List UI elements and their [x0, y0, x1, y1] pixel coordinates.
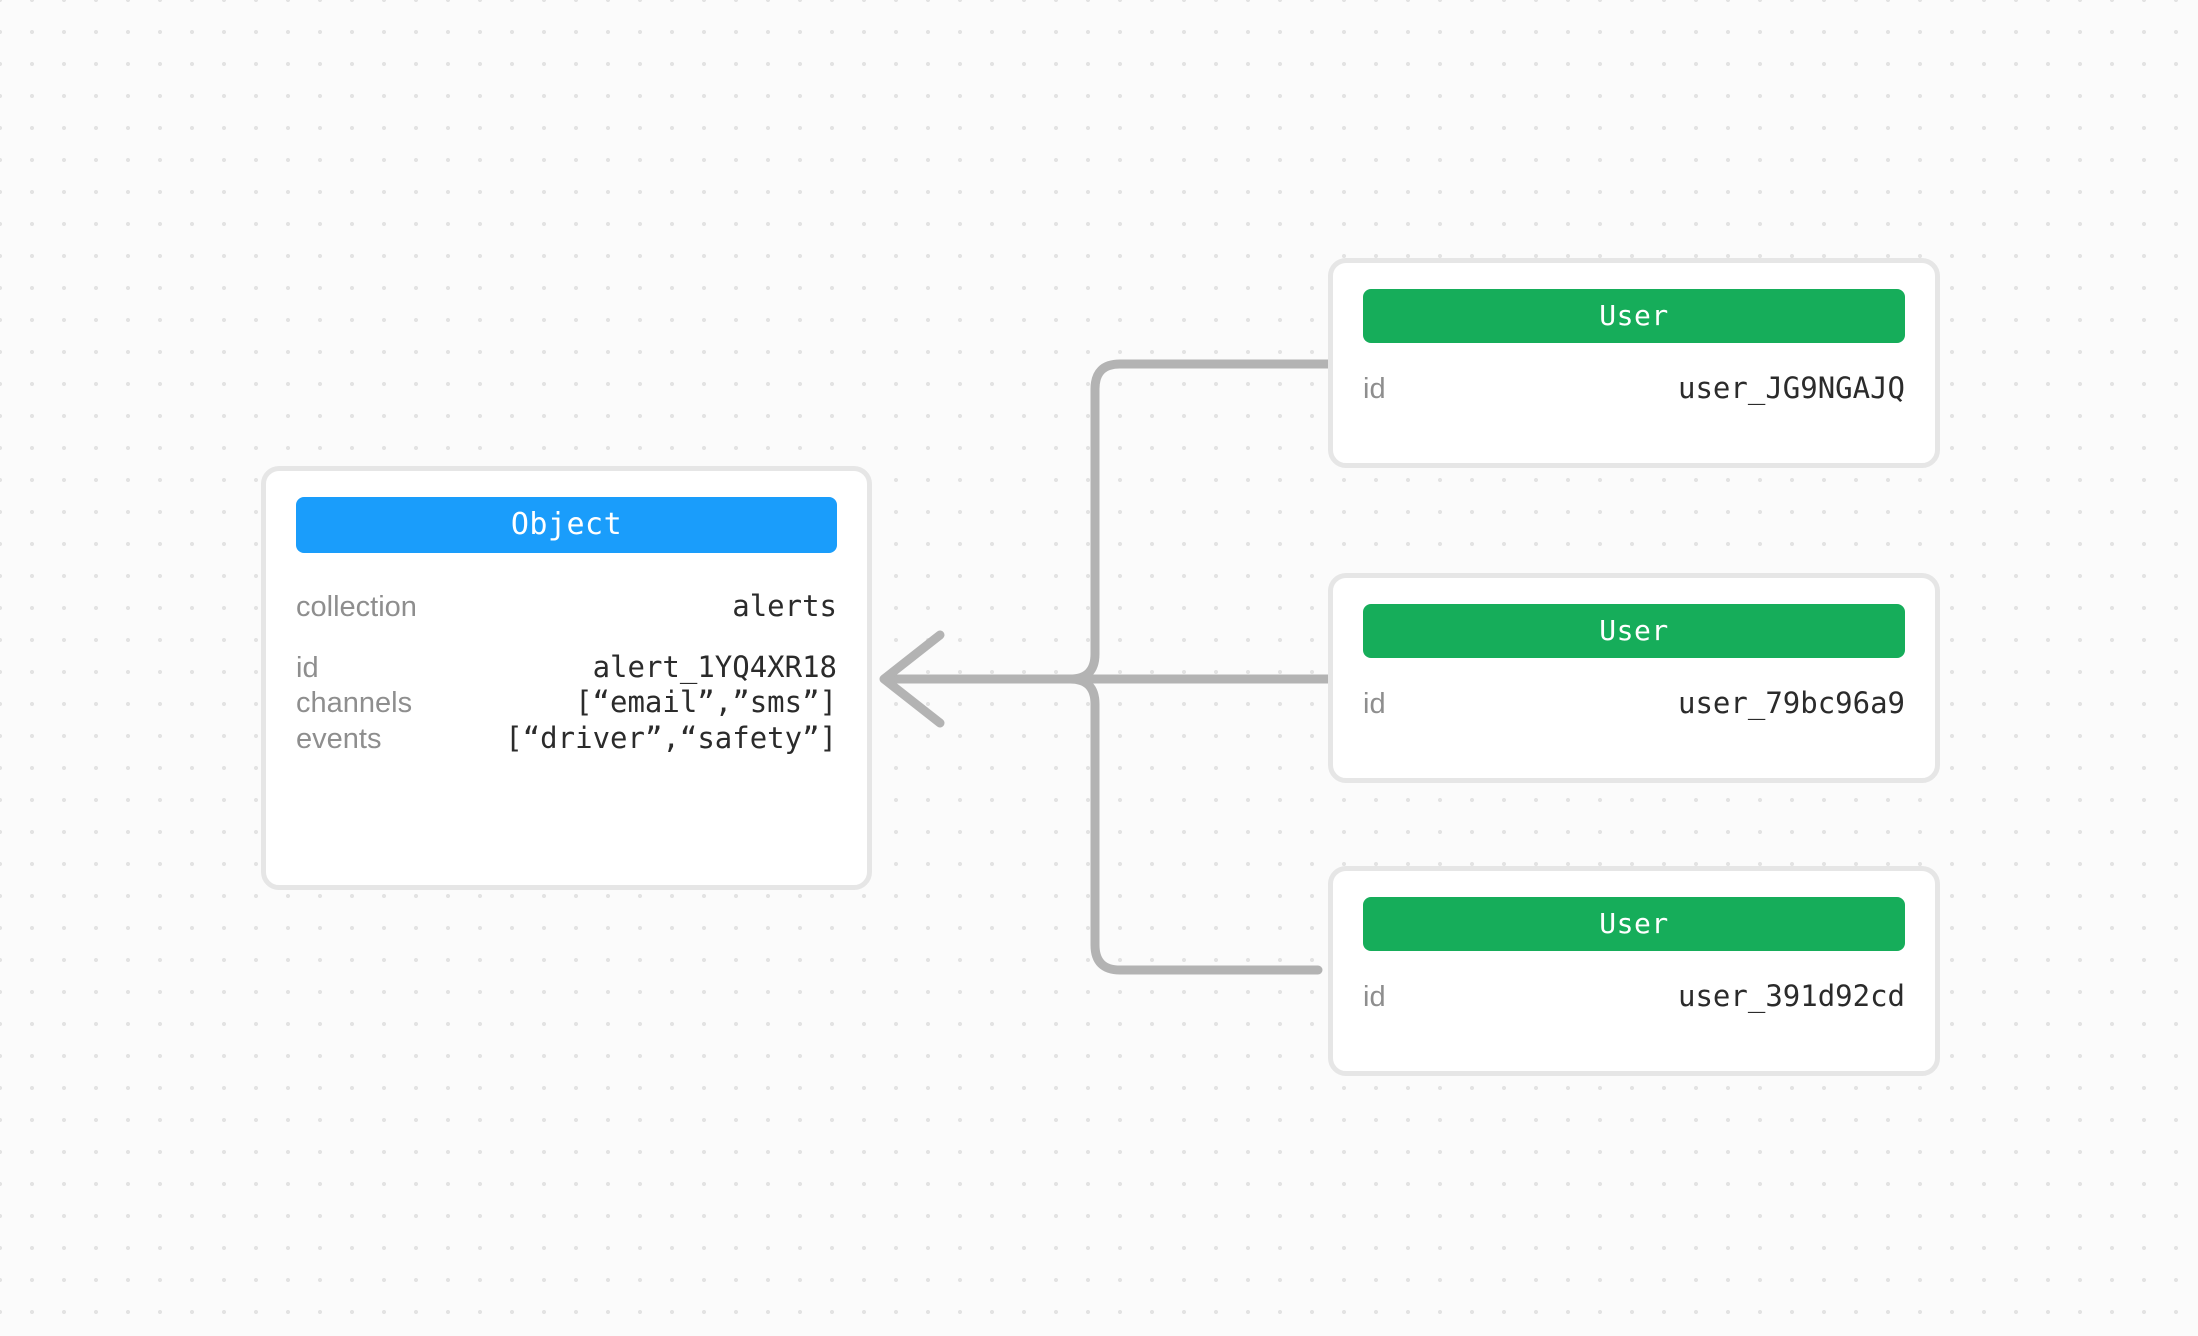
field-key-id: id — [1363, 373, 1386, 405]
field-key-collection: collection — [296, 591, 417, 623]
node-user-0[interactable]: User id user_JG9NGAJQ — [1328, 258, 1940, 468]
field-row-id: id alert_1YQ4XR18 — [296, 650, 837, 685]
field-value-id: user_79bc96a9 — [1678, 686, 1905, 720]
field-key-id: id — [1363, 981, 1386, 1013]
node-user-1-type-label: User — [1363, 604, 1905, 658]
field-row-id: id user_JG9NGAJQ — [1363, 371, 1905, 406]
edge-user-2-to-object — [888, 674, 1323, 975]
node-user-2[interactable]: User id user_391d92cd — [1328, 866, 1940, 1076]
field-row-id: id user_79bc96a9 — [1363, 686, 1905, 721]
field-key-channels: channels — [296, 687, 413, 720]
field-key-id: id — [1363, 688, 1386, 720]
field-key-id: id — [296, 652, 319, 685]
field-row-channels: channels [“email”,”sms”] — [296, 685, 837, 720]
node-user-0-type-label: User — [1363, 289, 1905, 343]
arrow-head-to-object — [879, 630, 945, 728]
node-object-type-label: Object — [296, 497, 837, 553]
field-row-id: id user_391d92cd — [1363, 979, 1905, 1014]
field-value-id: alert_1YQ4XR18 — [592, 650, 837, 685]
field-value-channels: [“email”,”sms”] — [575, 685, 837, 720]
node-object-fields: collection alerts id alert_1YQ4XR18 chan… — [296, 589, 837, 756]
node-object[interactable]: Object collection alerts id alert_1YQ4XR… — [261, 466, 872, 890]
node-user-0-fields: id user_JG9NGAJQ — [1363, 371, 1905, 406]
node-user-2-type-label: User — [1363, 897, 1905, 951]
field-group-divider — [296, 624, 837, 650]
field-value-id: user_JG9NGAJQ — [1678, 371, 1905, 405]
field-value-id: user_391d92cd — [1678, 979, 1905, 1013]
edge-user-0-to-object — [888, 359, 1333, 684]
field-key-events: events — [296, 722, 382, 755]
field-row-events: events [“driver”,“safety”] — [296, 721, 837, 756]
node-user-1-fields: id user_79bc96a9 — [1363, 686, 1905, 721]
field-row-collection: collection alerts — [296, 589, 837, 624]
field-value-events: [“driver”,“safety”] — [505, 720, 837, 755]
field-value-collection: alerts — [732, 589, 837, 623]
node-user-1[interactable]: User id user_79bc96a9 — [1328, 573, 1940, 783]
node-user-2-fields: id user_391d92cd — [1363, 979, 1905, 1014]
